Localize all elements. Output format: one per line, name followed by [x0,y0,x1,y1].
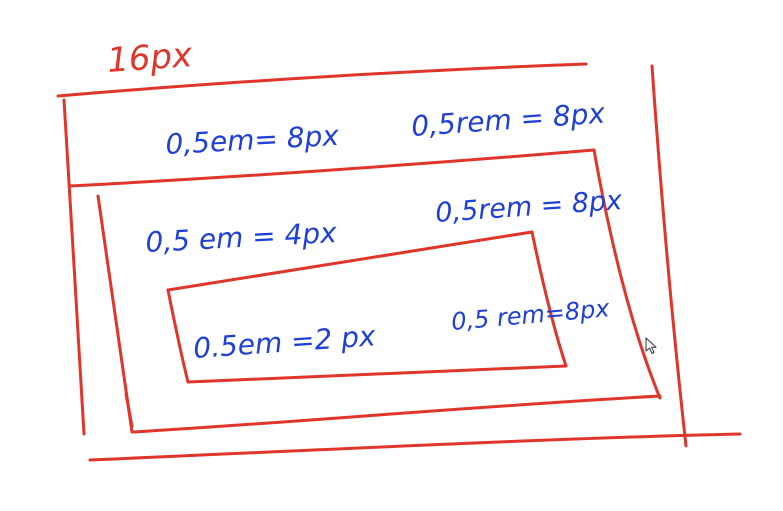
outer-box-em-label: 0,5em= 8px [165,119,340,161]
inner-box-rem-label: 0,5 rem=8px [450,294,611,336]
inner-box-bottom-line [186,364,568,384]
outer-frame-bottom-line [88,432,742,462]
middle-box-bottom-line [132,394,662,434]
middle-box-rem-label: 0,5rem = 8px [434,185,624,229]
outer-frame [56,62,742,462]
outer-frame-right-line [650,64,688,448]
middle-box-left-tick [124,392,134,428]
inner-box [166,230,568,384]
inner-box-top-line [166,230,534,292]
middle-box [96,148,662,434]
outer-box-rem-label: 0,5rem = 8px [410,97,606,143]
inner-box-em-label: 0.5em =2 px [192,319,377,365]
outer-frame-top-line [56,62,588,98]
middle-box-right-line [592,148,662,400]
middle-box-em-label: 0,5 em = 4px [145,216,338,259]
inner-box-left-line [166,288,190,384]
mouse-pointer-icon [645,337,657,354]
base-font-size-label: 16px [106,35,194,81]
outer-box-divider-line [68,148,596,188]
inner-box-right-line [530,230,568,368]
outer-frame-left-line [62,98,86,436]
